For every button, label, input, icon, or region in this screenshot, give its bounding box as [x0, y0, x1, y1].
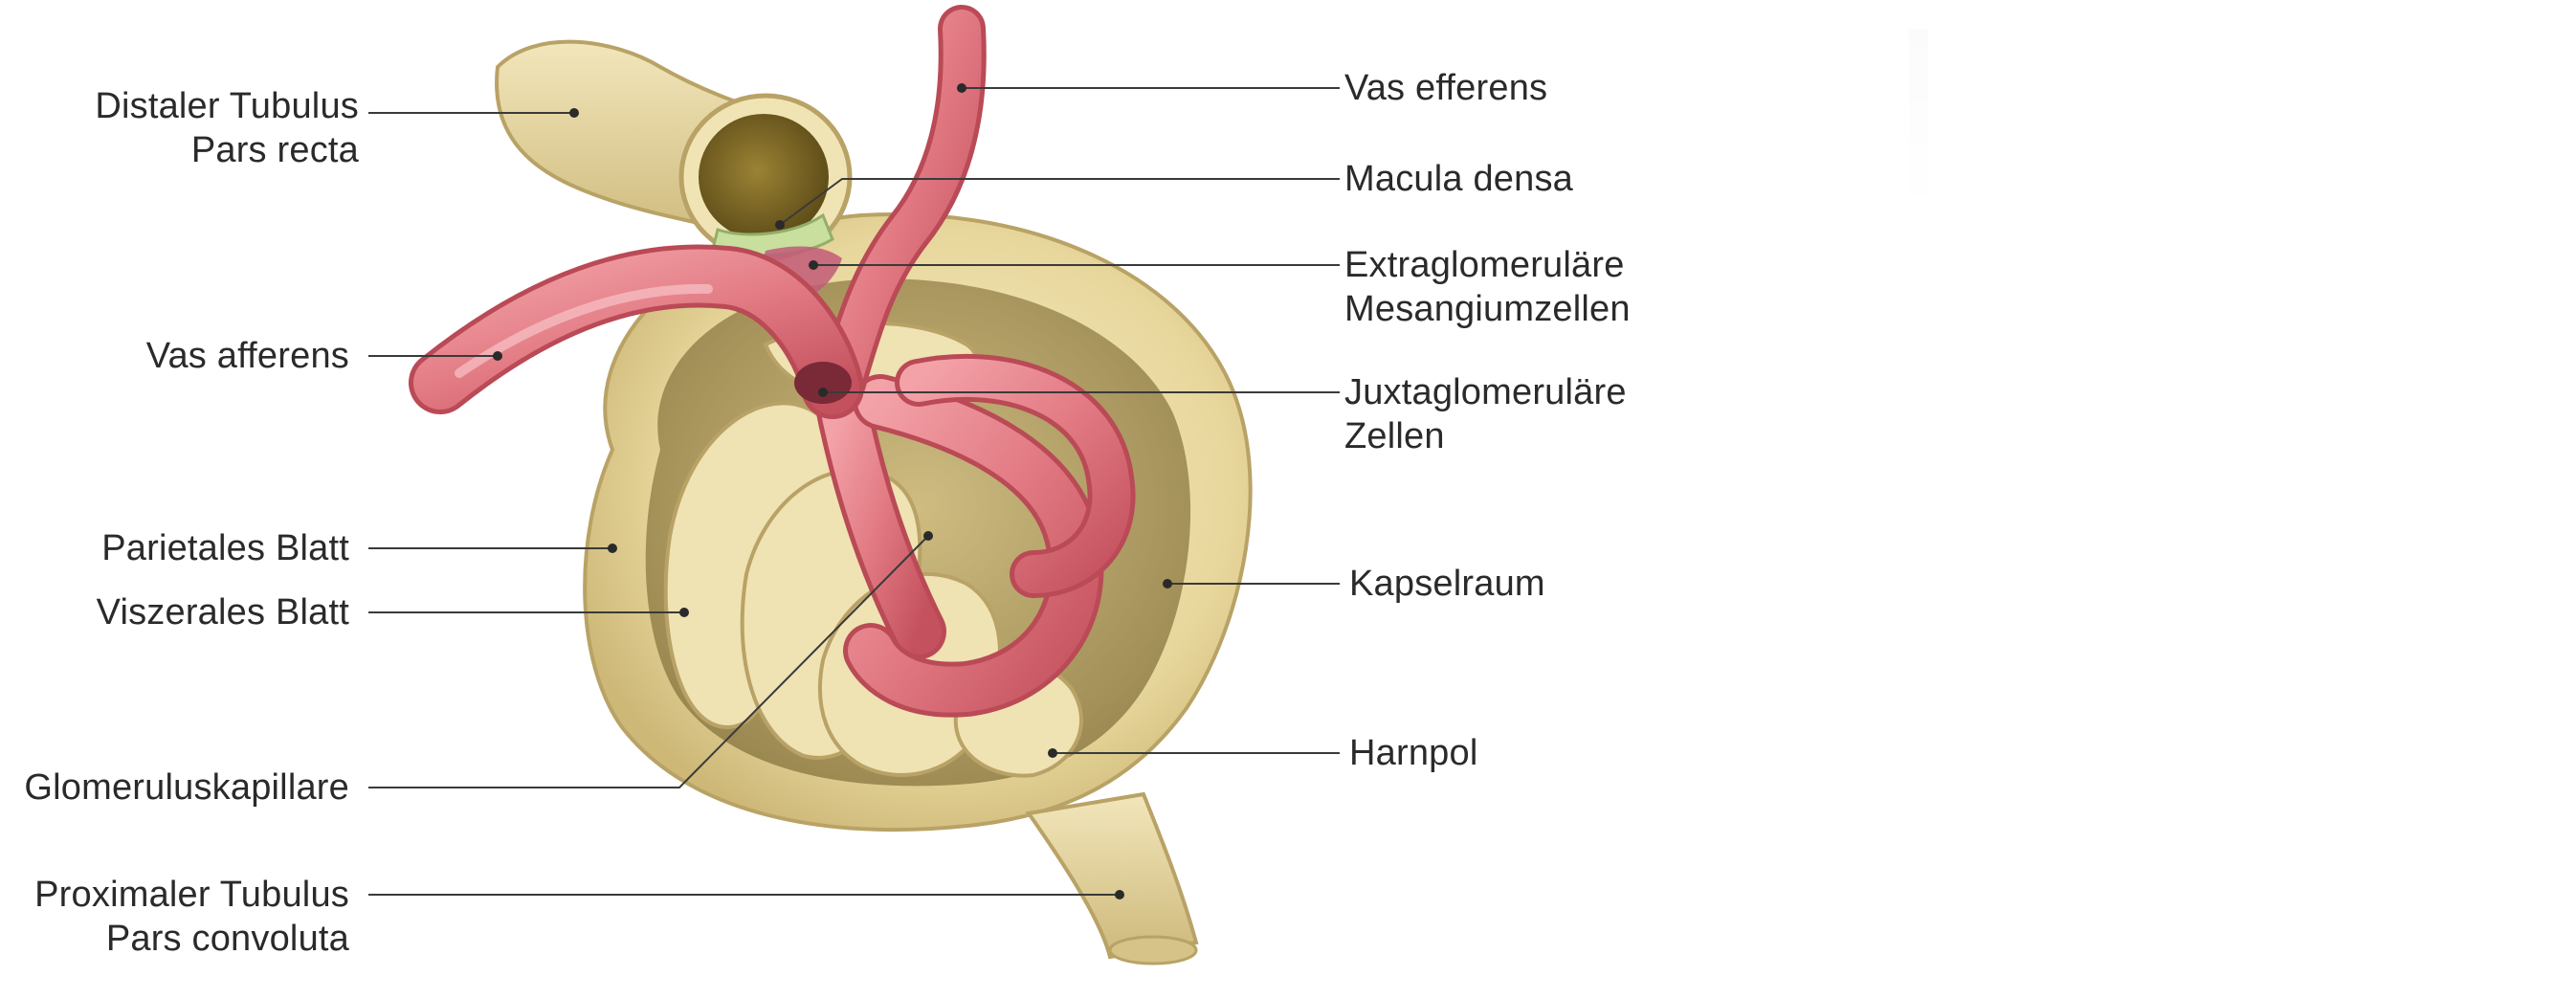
label-macula-densa: Macula densa [1344, 159, 1573, 199]
faint-edge-mark [1909, 29, 1928, 220]
leader-lines [368, 87, 1340, 896]
label-harnpol: Harnpol [1349, 733, 1478, 773]
label-proximaler-tubulus: Proximaler Tubulus Pars convoluta [34, 875, 349, 959]
label-vas-efferens: Vas efferens [1344, 68, 1548, 108]
vas-afferens [409, 244, 864, 419]
proximal-tubule [1025, 791, 1199, 966]
distal-tubule [495, 39, 853, 261]
label-vas-afferens: Vas afferens [145, 336, 349, 376]
label-juxtaglomerulaere-zellen: Juxtaglomeruläre Zellen [1344, 372, 1627, 456]
glomerular-capillaries [814, 353, 1136, 718]
juxtaglomerular-cells [794, 362, 852, 404]
label-extraglomerulaere-mesangiumzellen: Extraglomeruläre Mesangiumzellen [1344, 245, 1631, 329]
label-viszerales-blatt: Viszerales Blatt [96, 592, 349, 633]
label-distaler-tubulus: Distaler Tubulus Pars recta [95, 86, 359, 170]
vas-efferens [818, 5, 987, 407]
label-kapselraum: Kapselraum [1349, 564, 1545, 604]
label-glomeruluskapillare: Glomeruluskapillare [24, 767, 349, 808]
label-parietales-blatt: Parietales Blatt [101, 528, 349, 568]
leader-dots [493, 83, 1172, 899]
